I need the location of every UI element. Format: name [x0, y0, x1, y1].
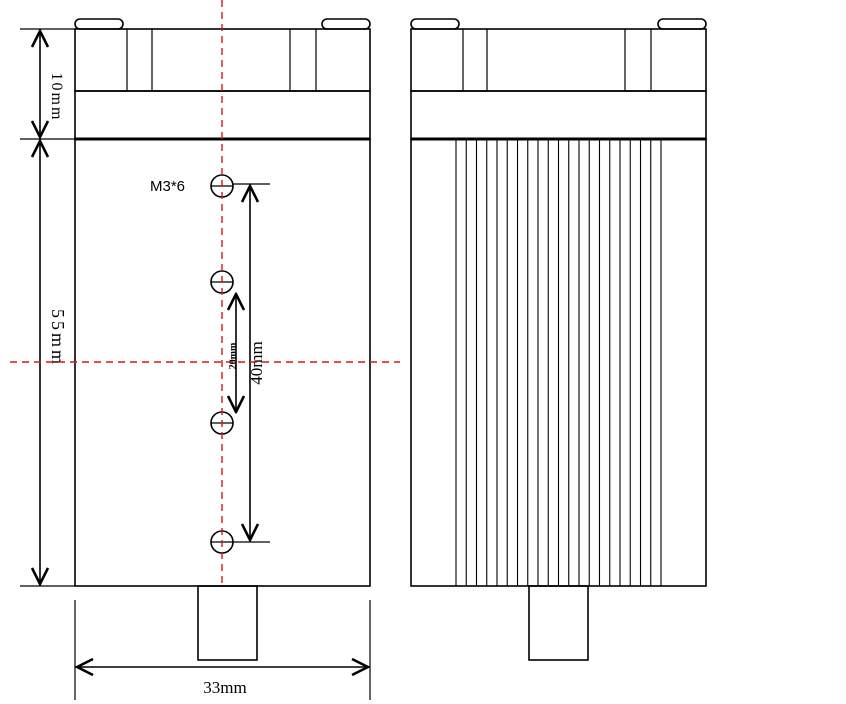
dim-top-height [20, 28, 75, 137]
dim-label-body: 55mm [48, 309, 68, 367]
front-view: 40mm 20mm M3*6 10mm 55mm 33mm [10, 0, 400, 700]
hole-spec-label: M3*6 [150, 178, 185, 195]
top-cap [410, 28, 707, 92]
dim-label-outer: 40mm [247, 341, 266, 384]
top-tab-left [410, 18, 460, 30]
side-view [410, 18, 707, 661]
top-tab-right [657, 18, 707, 30]
dim-label-inner: 20mm [228, 342, 239, 369]
cooling-fins [455, 140, 662, 586]
dim-width [74, 600, 371, 700]
bottom-connector [528, 585, 589, 661]
dim-hole-pitch-outer [233, 183, 270, 543]
middle-band [410, 90, 707, 140]
top-tab-left [74, 18, 124, 30]
bottom-connector [197, 585, 258, 661]
dim-label-width: 33mm [203, 678, 246, 697]
dim-label-top: 10mm [48, 73, 65, 122]
top-tab-right [321, 18, 371, 30]
